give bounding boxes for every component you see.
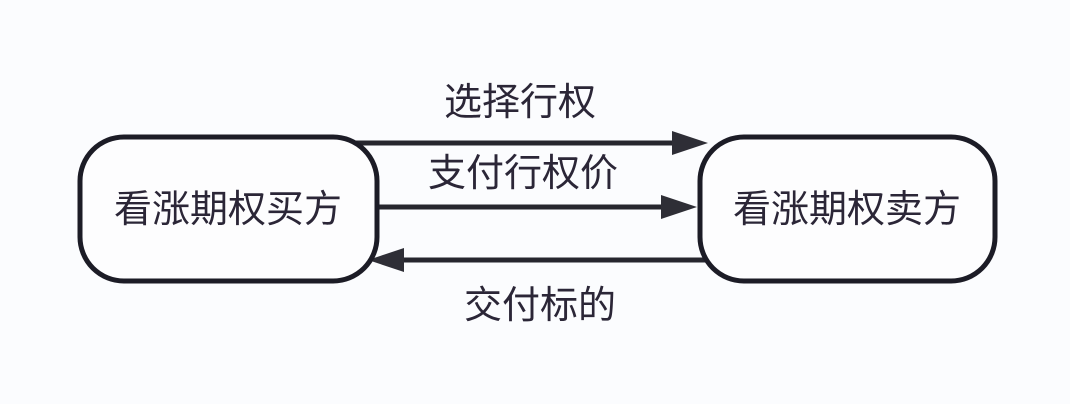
arrowhead-right-icon bbox=[661, 195, 697, 219]
node-call-seller: 看涨期权卖方 bbox=[697, 134, 998, 284]
node-call-buyer-shape bbox=[77, 134, 380, 284]
edge-label-choose-exercise: 选择行权 bbox=[444, 82, 596, 124]
edge-pay-strike-price: 支付行权价 bbox=[377, 153, 697, 219]
node-call-seller-label: 看涨期权卖方 bbox=[733, 189, 961, 231]
node-call-buyer-label: 看涨期权买方 bbox=[114, 189, 342, 231]
arrowhead-left-icon bbox=[368, 248, 404, 272]
node-call-buyer: 看涨期权买方 bbox=[77, 134, 380, 284]
arrowhead-right-icon bbox=[672, 131, 708, 155]
node-call-seller-shape bbox=[697, 134, 998, 284]
edge-deliver-underlying: 交付标的 bbox=[368, 248, 707, 327]
edge-choose-exercise: 选择行权 bbox=[353, 82, 708, 155]
edge-label-pay-strike-price: 支付行权价 bbox=[428, 153, 618, 195]
edge-label-deliver-underlying: 交付标的 bbox=[464, 285, 616, 327]
